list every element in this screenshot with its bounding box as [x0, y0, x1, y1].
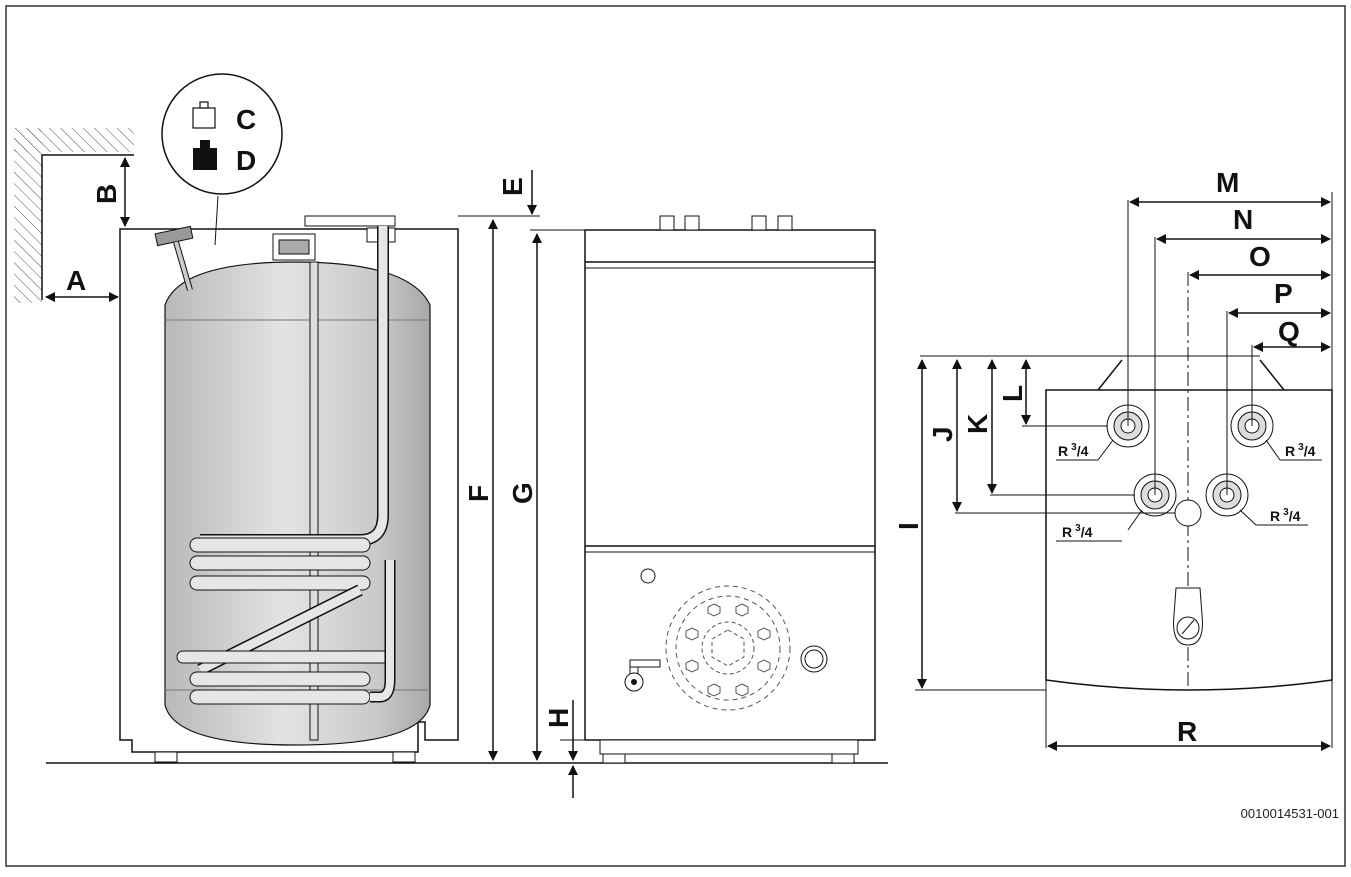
label-Q: Q [1278, 316, 1300, 347]
figure-code: 0010014531-001 [1241, 806, 1339, 821]
label-L: L [997, 385, 1028, 402]
label-G: G [507, 482, 538, 504]
label-I: I [893, 522, 924, 530]
label-B: B [91, 184, 122, 204]
tank-front-view [584, 215, 876, 764]
label-R: R [1177, 716, 1197, 747]
label-O: O [1249, 241, 1271, 272]
heat-exchanger-coil [176, 537, 396, 705]
label-D: D [236, 145, 256, 176]
page-border [5, 5, 1346, 867]
weight-callout: C D [161, 73, 283, 246]
label-F: F [463, 485, 494, 502]
weight-filled-icon [193, 140, 217, 170]
label-A: A [66, 265, 86, 296]
label-P: P [1274, 278, 1293, 309]
label-H: H [543, 708, 574, 728]
label-J: J [927, 426, 958, 442]
label-N: N [1233, 204, 1253, 235]
weight-outline-icon [192, 101, 216, 129]
label-C: C [236, 104, 256, 135]
wall [14, 128, 134, 303]
label-E: E [497, 177, 528, 196]
tank-cutaway-view [119, 215, 459, 763]
label-M: M [1216, 167, 1239, 198]
label-K: K [962, 414, 993, 434]
